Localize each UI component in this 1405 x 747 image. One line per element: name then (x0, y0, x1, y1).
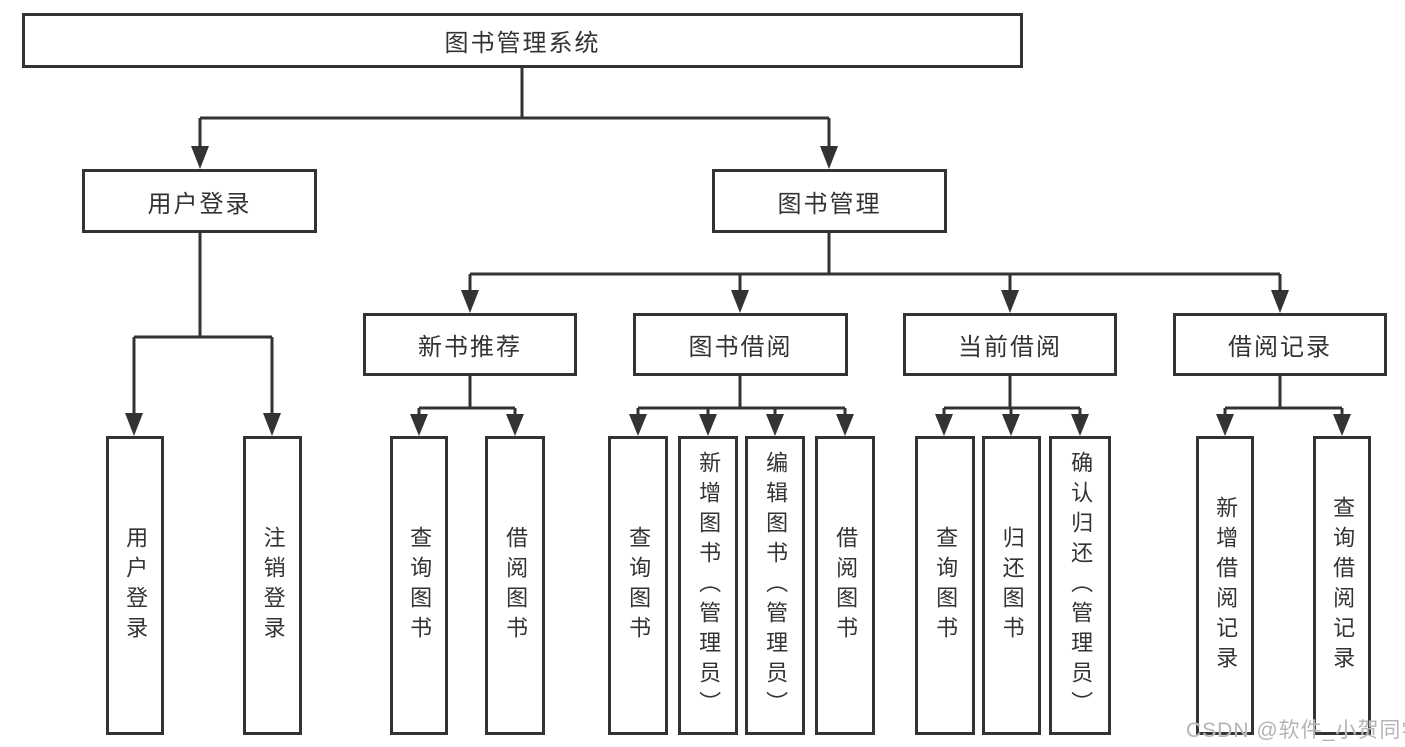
node-book-management-label: 图书管理 (777, 190, 882, 218)
node-current-borrowing: 当前借阅 (903, 313, 1117, 376)
node-borrowing-records: 借阅记录 (1173, 313, 1387, 376)
leaf-borrowing-query-books-label: 查询图书 (626, 525, 652, 646)
connector-user-login-arrows (125, 413, 281, 436)
connector-user-login (132, 233, 274, 415)
node-user-login-label: 用户登录 (147, 190, 252, 218)
connector-book-borrowing (636, 376, 847, 416)
connector-current-borrowing-arrows (935, 414, 1089, 436)
connector-borrowing-records-arrows (1216, 414, 1351, 436)
connector-new-book-recommend-arrows (410, 414, 524, 436)
node-new-book-recommend-label: 新书推荐 (418, 334, 522, 361)
leaf-user-login-label: 用户登录 (123, 525, 149, 646)
leaf-query-borrow-record-label: 查询借阅记录 (1330, 495, 1356, 676)
connector-root-arrows (191, 146, 838, 169)
leaf-edit-book-admin-label: 编辑图书（管理员） (763, 450, 789, 721)
node-book-borrowing: 图书借阅 (633, 313, 848, 376)
leaf-return-books: 归还图书 (982, 436, 1041, 735)
leaf-borrowing-borrow-books: 借阅图书 (815, 436, 875, 735)
csdn-watermark: CSDN @软件_小贺同学 (1186, 719, 1405, 742)
node-new-book-recommend: 新书推荐 (363, 313, 577, 376)
leaf-logout-label: 注销登录 (260, 525, 286, 646)
node-book-borrowing-label: 图书借阅 (688, 334, 793, 361)
leaf-current-query-books: 查询图书 (915, 436, 975, 735)
node-root-system: 图书管理系统 (22, 13, 1023, 68)
leaf-confirm-return-admin-label: 确认归还（管理员） (1068, 450, 1094, 721)
connector-new-book-recommend (417, 376, 517, 416)
leaf-user-login: 用户登录 (106, 436, 164, 735)
leaf-borrowing-query-books: 查询图书 (608, 436, 668, 735)
leaf-recommend-borrow-books: 借阅图书 (485, 436, 545, 735)
leaf-confirm-return-admin: 确认归还（管理员） (1049, 436, 1111, 735)
node-root-label: 图书管理系统 (444, 30, 601, 57)
leaf-logout: 注销登录 (243, 436, 302, 735)
leaf-add-book-admin: 新增图书（管理员） (678, 436, 738, 735)
node-borrowing-records-label: 借阅记录 (1228, 334, 1332, 361)
leaf-add-borrow-record: 新增借阅记录 (1196, 436, 1254, 735)
connector-current-borrowing (942, 376, 1082, 416)
connector-book-management (468, 233, 1282, 292)
connector-book-management-arrows (461, 290, 1289, 313)
leaf-recommend-borrow-books-label: 借阅图书 (503, 525, 529, 646)
leaf-recommend-query-books: 查询图书 (390, 436, 448, 735)
leaf-return-books-label: 归还图书 (999, 525, 1025, 646)
leaf-query-borrow-record: 查询借阅记录 (1313, 436, 1371, 735)
node-current-borrowing-label: 当前借阅 (958, 334, 1062, 361)
node-user-login: 用户登录 (82, 169, 317, 233)
connector-root (198, 68, 831, 148)
leaf-edit-book-admin: 编辑图书（管理员） (745, 436, 805, 735)
connector-borrowing-records (1223, 376, 1344, 416)
connector-book-borrowing-arrows (629, 414, 854, 436)
leaf-recommend-query-books-label: 查询图书 (407, 525, 433, 646)
leaf-add-book-admin-label: 新增图书（管理员） (696, 450, 722, 721)
node-book-management: 图书管理 (712, 169, 947, 233)
leaf-borrowing-borrow-books-label: 借阅图书 (833, 525, 859, 646)
leaf-add-borrow-record-label: 新增借阅记录 (1213, 495, 1239, 676)
leaf-current-query-books-label: 查询图书 (933, 525, 959, 646)
